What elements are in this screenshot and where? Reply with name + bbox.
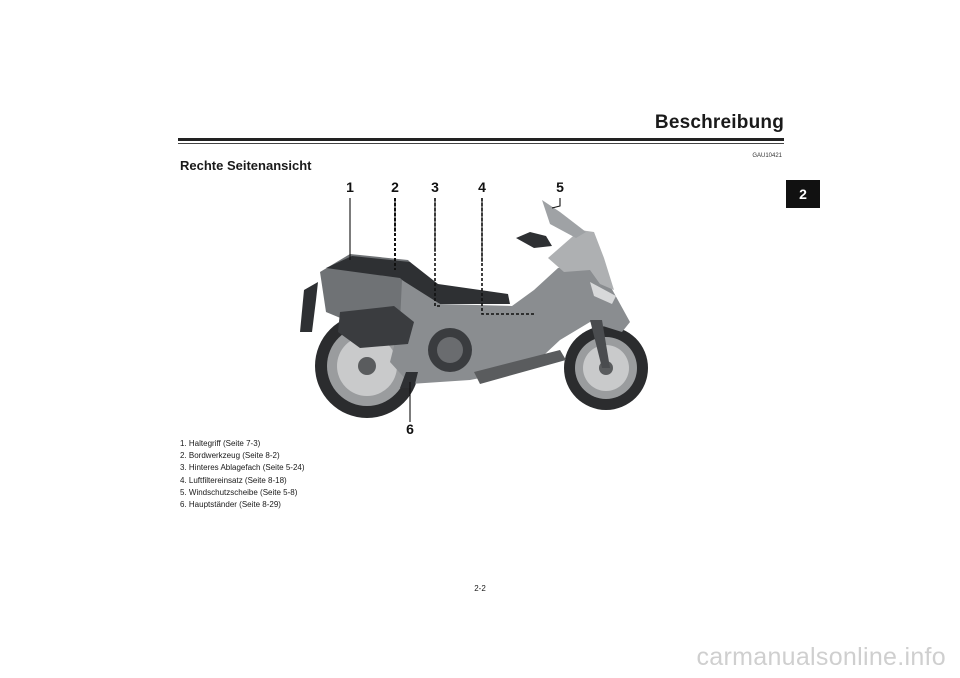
page-number: 2-2 bbox=[474, 584, 486, 593]
windshield-shape bbox=[542, 200, 586, 238]
header-rule-thin bbox=[178, 143, 784, 144]
callout-4: 4 bbox=[478, 179, 486, 195]
seat bbox=[326, 256, 510, 304]
front-fairing bbox=[548, 230, 614, 290]
front-fork bbox=[590, 320, 610, 368]
legend-item-4: 4. Luftfiltereinsatz (Seite 8-18) bbox=[180, 475, 287, 485]
engine bbox=[428, 328, 472, 372]
watermark: carmanualsonline.info bbox=[696, 643, 946, 671]
legend-item-6: 6. Hauptständer (Seite 8-29) bbox=[180, 500, 281, 510]
section-code: GAU10421 bbox=[752, 153, 782, 159]
callout-2: 2 bbox=[391, 179, 399, 195]
legend-item-3: 3. Hinteres Ablagefach (Seite 5-24) bbox=[180, 463, 305, 473]
plate-holder bbox=[300, 282, 318, 332]
handlebar bbox=[516, 232, 552, 248]
headlight bbox=[590, 282, 616, 304]
leader-4 bbox=[481, 198, 536, 315]
legend-list: 1. Haltegriff (Seite 7-3) 2. Bordwerkzeu… bbox=[180, 438, 305, 511]
chapter-title: Beschreibung bbox=[654, 112, 784, 133]
callout-1: 1 bbox=[346, 179, 354, 195]
header-rule-thick bbox=[178, 138, 784, 141]
exhaust bbox=[338, 306, 414, 348]
scooter-illustration: 1 2 3 4 5 6 bbox=[300, 179, 648, 437]
floorboard bbox=[474, 350, 566, 384]
callout-6: 6 bbox=[406, 421, 414, 437]
section-title: Rechte Seitenansicht bbox=[180, 158, 312, 173]
legend-item-1: 1. Haltegriff (Seite 7-3) bbox=[180, 439, 261, 448]
callout-3: 3 bbox=[431, 179, 439, 195]
legend-item-2: 2. Bordwerkzeug (Seite 8-2) bbox=[180, 451, 280, 461]
chapter-tab[interactable]: 2 bbox=[786, 180, 820, 208]
center-stand bbox=[400, 372, 418, 388]
scooter-figure: 1 2 3 4 5 6 bbox=[290, 172, 670, 442]
callout-lines bbox=[349, 198, 561, 422]
leader-5 bbox=[551, 198, 561, 209]
callout-5: 5 bbox=[556, 179, 564, 195]
legend-item-5: 5. Windschutzscheibe (Seite 5-8) bbox=[180, 487, 298, 497]
